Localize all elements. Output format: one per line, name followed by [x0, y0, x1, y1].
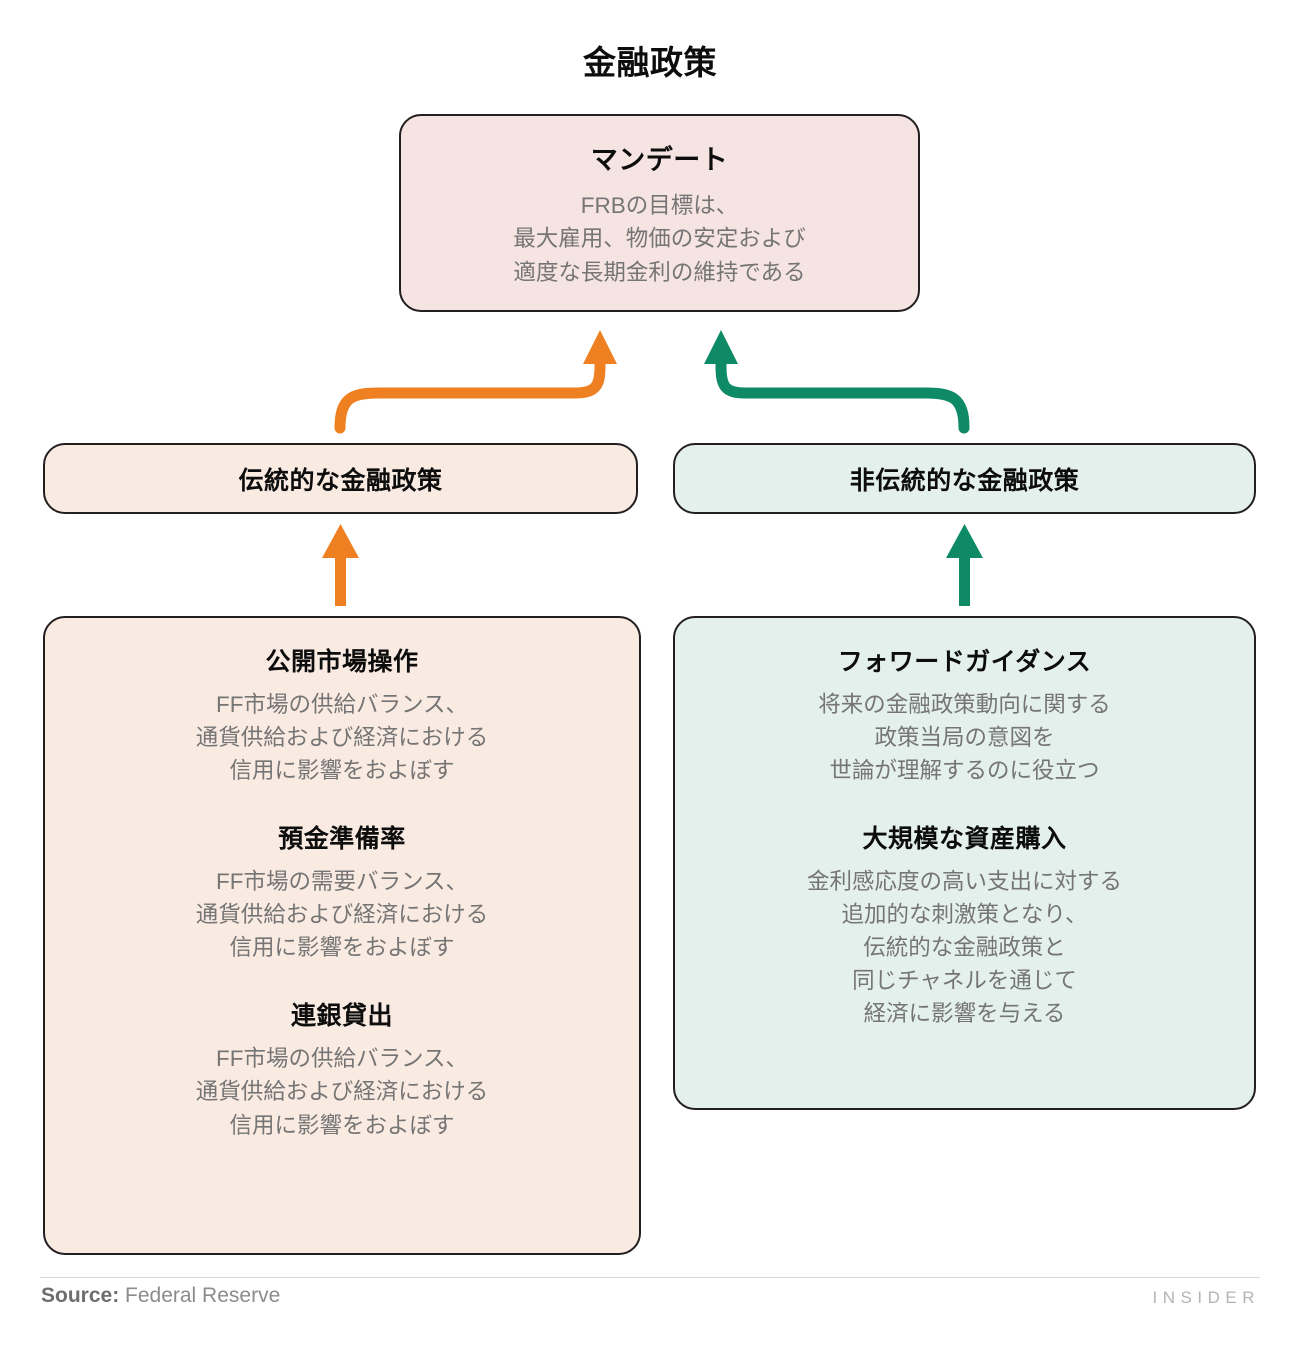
policy-item-description: FF市場の需要バランス、 通貨供給および経済における 信用に影響をおよぼす — [196, 865, 489, 964]
source-value: Federal Reserve — [119, 1284, 281, 1307]
source-note: Source: Federal Reserve — [41, 1284, 280, 1308]
policy-item-desc-line: 世論が理解するのに役立つ — [829, 758, 1100, 784]
arrow-unconventional-detail-to-header — [946, 524, 983, 606]
mandate-description: FRBの目標は、 最大雇用、物価の安定および 適度な長期金利の維持である — [513, 189, 806, 289]
policy-item-title: フォワードガイダンス — [837, 648, 1092, 676]
policy-item-desc-line: 同じチャネルを通じて — [852, 968, 1077, 994]
policy-item-desc-line: 追加的な刺激策となり、 — [841, 902, 1088, 928]
policy-item-desc-line: 信用に影響をおよぼす — [229, 935, 455, 961]
arrow-unconventional-to-mandate — [704, 330, 970, 434]
traditional-policy-detail-node: 公開市場操作 FF市場の供給バランス、 通貨供給および経済における 信用に影響を… — [43, 616, 641, 1255]
policy-item-desc-line: 信用に影響をおよぼす — [229, 1112, 455, 1138]
policy-item-desc-line: FF市場の供給バランス、 — [215, 1046, 469, 1072]
policy-item-title: 大規模な資産購入 — [862, 825, 1067, 854]
mandate-title: マンデート — [590, 145, 729, 175]
traditional-policy-title: 伝統的な金融政策 — [238, 466, 443, 495]
policy-item-description: 金利感応度の高い支出に対する 追加的な刺激策となり、 伝統的な金融政策と 同じチ… — [807, 865, 1122, 1030]
policy-item-description: FF市場の供給バランス、 通貨供給および経済における 信用に影響をおよぼす — [196, 688, 489, 787]
arrow-traditional-detail-to-header — [322, 524, 359, 606]
mandate-desc-line: FRBの目標は、 — [580, 193, 739, 218]
policy-item-desc-line: FF市場の需要バランス、 — [215, 869, 469, 895]
policy-item-description: FF市場の供給バランス、 通貨供給および経済における 信用に影響をおよぼす — [196, 1042, 489, 1141]
policy-item-desc-line: 将来の金融政策動向に関する — [818, 692, 1111, 717]
page-title: 金融政策 — [583, 44, 717, 81]
unconventional-policy-detail-node: フォワードガイダンス 将来の金融政策動向に関する 政策当局の意図を 世論が理解す… — [673, 616, 1256, 1110]
footer-divider — [40, 1277, 1260, 1278]
policy-item-desc-line: 経済に影響を与える — [863, 1001, 1066, 1027]
policy-item: 公開市場操作 FF市場の供給バランス、 通貨供給および経済における 信用に影響を… — [196, 642, 489, 787]
source-label: Source: — [41, 1284, 120, 1307]
policy-item-title: 預金準備率 — [278, 825, 406, 854]
policy-item-desc-line: 通貨供給および経済における — [195, 902, 489, 928]
unconventional-policy-title: 非伝統的な金融政策 — [849, 466, 1080, 495]
traditional-policy-node: 伝統的な金融政策 — [43, 443, 638, 514]
arrow-traditional-to-mandate — [334, 330, 617, 434]
policy-item-title: 公開市場操作 — [265, 648, 419, 676]
policy-item: 預金準備率 FF市場の需要バランス、 通貨供給および経済における 信用に影響をお… — [196, 819, 489, 964]
policy-item-desc-line: 通貨供給および経済における — [195, 725, 489, 751]
policy-item-desc-line: 伝統的な金融政策と — [863, 935, 1066, 961]
insider-logo: INSIDER — [1152, 1288, 1260, 1307]
mandate-desc-line: 適度な長期金利の維持である — [513, 259, 806, 285]
policy-item-description: 将来の金融政策動向に関する 政策当局の意図を 世論が理解するのに役立つ — [818, 688, 1111, 787]
policy-item: フォワードガイダンス 将来の金融政策動向に関する 政策当局の意図を 世論が理解す… — [818, 642, 1111, 787]
policy-item-desc-line: 政策当局の意図を — [874, 725, 1055, 751]
policy-item-desc-line: 金利感応度の高い支出に対する — [806, 869, 1122, 895]
policy-item-desc-line: 通貨供給および経済における — [195, 1079, 489, 1105]
policy-item-desc-line: 信用に影響をおよぼす — [229, 758, 455, 784]
unconventional-policy-node: 非伝統的な金融政策 — [673, 443, 1256, 514]
mandate-node: マンデート FRBの目標は、 最大雇用、物価の安定および 適度な長期金利の維持で… — [399, 114, 920, 312]
policy-item: 大規模な資産購入 金利感応度の高い支出に対する 追加的な刺激策となり、 伝統的な… — [807, 819, 1122, 1030]
policy-item-desc-line: FF市場の供給バランス、 — [215, 692, 469, 717]
policy-item-title: 連銀貸出 — [290, 1002, 393, 1031]
mandate-desc-line: 最大雇用、物価の安定および — [513, 226, 806, 252]
policy-item: 連銀貸出 FF市場の供給バランス、 通貨供給および経済における 信用に影響をおよ… — [196, 996, 489, 1141]
